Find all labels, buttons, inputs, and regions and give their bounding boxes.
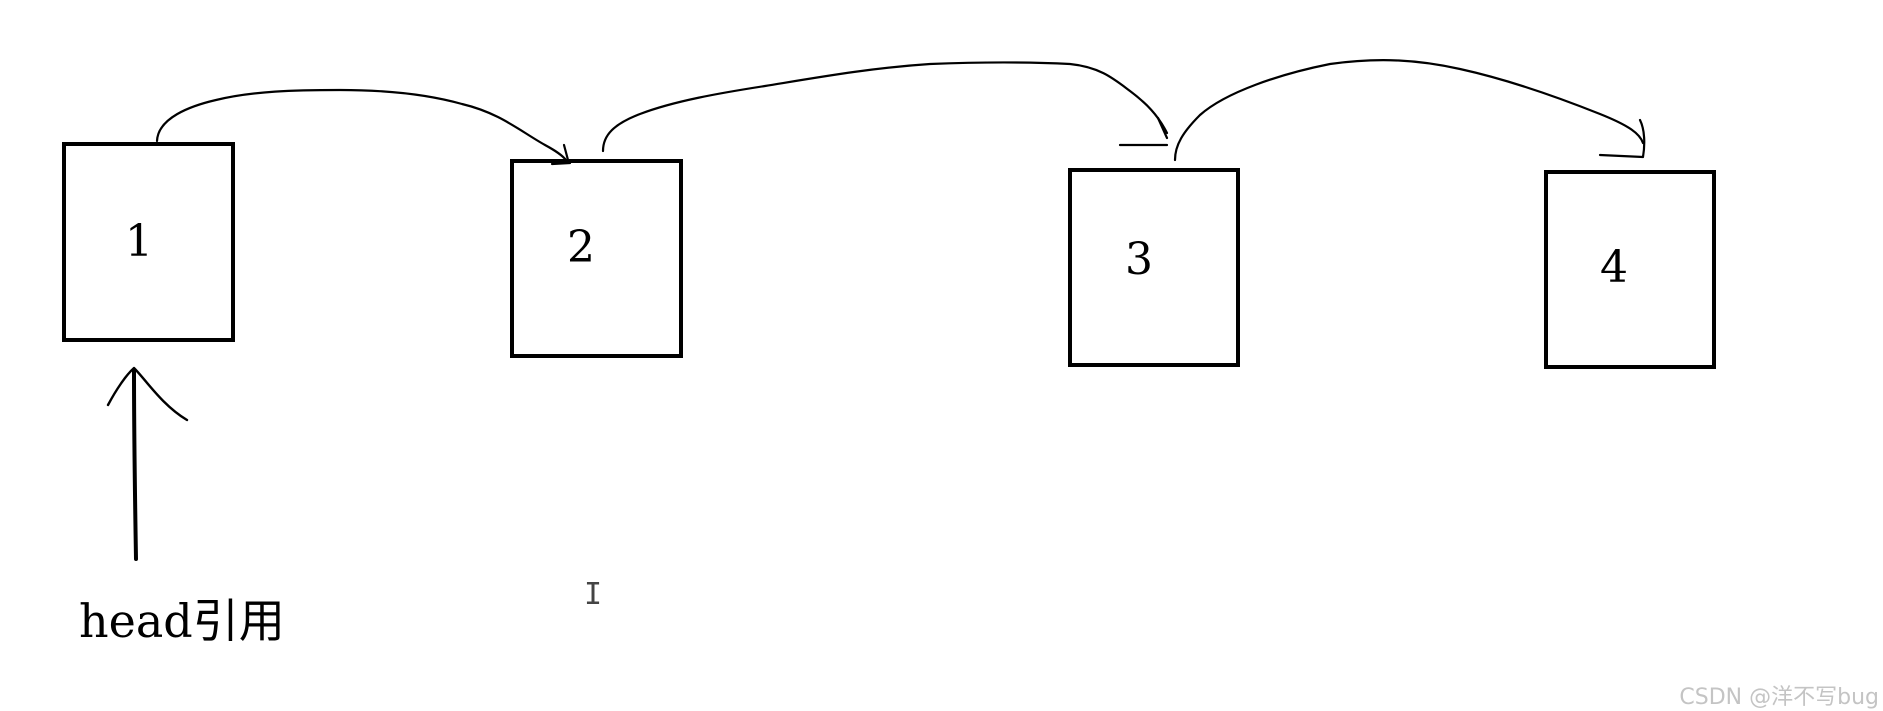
link-arrow-1-to-2 — [155, 88, 572, 166]
node-4-label: 4 — [1600, 242, 1628, 293]
node-2-box — [510, 159, 683, 358]
node-2-label: 2 — [567, 222, 595, 273]
node-3: 3 — [1068, 168, 1240, 367]
node-1-box — [62, 142, 235, 342]
arrowhead-3-icon — [1118, 116, 1169, 147]
link-arrow-2-to-3 — [601, 61, 1169, 153]
node-1-label: 1 — [125, 216, 153, 267]
arrowhead-2-icon — [550, 143, 572, 166]
node-2: 2 — [510, 159, 683, 358]
node-3-label: 3 — [1125, 234, 1153, 285]
link-curve-1-to-2 — [155, 88, 568, 162]
head-pointer-shaft — [132, 368, 138, 561]
link-curve-2-to-3 — [601, 61, 1169, 153]
text-cursor-icon: I — [584, 577, 602, 612]
link-arrow-3-to-4 — [1173, 59, 1646, 162]
node-3-box — [1068, 168, 1240, 367]
node-1: 1 — [62, 142, 235, 342]
link-curve-3-to-4 — [1173, 59, 1645, 162]
head-reference-label: head引用 — [79, 594, 285, 648]
node-4: 4 — [1544, 170, 1716, 369]
watermark: CSDN @洋不写bug — [1679, 685, 1879, 710]
node-4-box — [1544, 170, 1716, 369]
arrowhead-4-icon — [1598, 118, 1646, 159]
head-pointer-arrowhead-icon — [106, 366, 189, 422]
head-pointer-arrow — [106, 366, 189, 561]
